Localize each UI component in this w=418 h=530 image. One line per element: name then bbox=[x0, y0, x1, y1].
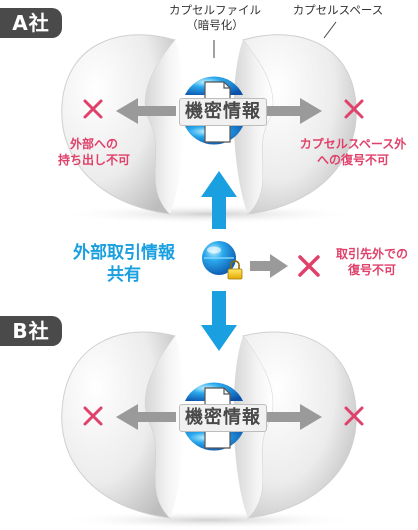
cross-left-icon bbox=[83, 406, 103, 426]
warning-no-take-out-line2: 持ち出し不可 bbox=[57, 153, 130, 167]
warning-no-take-out: 外部への 持ち出し不可 bbox=[42, 136, 146, 168]
confidential-label-a: 機密情報 bbox=[179, 98, 267, 126]
cross-recipient-icon bbox=[298, 255, 320, 277]
capsule-file-callout: カプセルファイル （暗号化） bbox=[150, 3, 280, 33]
share-flow bbox=[201, 171, 320, 351]
arrow-to-recipient-icon bbox=[250, 254, 288, 278]
capsule-space-label: カプセルスペース bbox=[292, 3, 384, 17]
warning-no-decrypt-outside: カプセルスペース外 への復号不可 bbox=[290, 136, 416, 168]
company-b-capsule-space bbox=[59, 331, 364, 529]
company-a-capsule-space bbox=[59, 21, 364, 224]
capsule-space-left-inner bbox=[145, 336, 185, 518]
warning-no-decrypt-outside-line1: カプセルスペース外 bbox=[299, 137, 407, 151]
confidential-label-b: 機密情報 bbox=[179, 404, 267, 432]
capsule-file-sublabel: （暗号化） bbox=[186, 18, 244, 32]
blue-arrow-up-icon bbox=[201, 171, 237, 229]
warning-no-decrypt-recipient: 取引先外での 復号不可 bbox=[326, 246, 418, 278]
arrow-left-icon bbox=[116, 98, 176, 124]
floor-shadow bbox=[59, 204, 359, 224]
company-a-tag: A社 bbox=[0, 8, 62, 38]
arrow-right-icon bbox=[262, 404, 322, 430]
company-b-tag: B社 bbox=[0, 316, 62, 346]
blue-arrow-down-icon bbox=[201, 291, 237, 351]
capsule-space-left-inner bbox=[145, 40, 185, 214]
share-label: 外部取引情報 共有 bbox=[62, 242, 186, 286]
warning-no-take-out-line1: 外部への bbox=[69, 137, 118, 151]
floor-shadow bbox=[59, 511, 359, 529]
arrow-left-icon bbox=[116, 404, 176, 430]
capsule-space-callout-line bbox=[323, 21, 337, 39]
lock-icon bbox=[227, 260, 243, 280]
warning-no-decrypt-recipient-line2: 復号不可 bbox=[347, 263, 396, 277]
cross-right-icon bbox=[344, 99, 364, 119]
cross-left-icon bbox=[83, 99, 103, 119]
warning-no-decrypt-outside-line2: への復号不可 bbox=[316, 153, 389, 167]
capsule-space-right-inner bbox=[233, 40, 273, 214]
capsule-file-label: カプセルファイル bbox=[169, 3, 261, 17]
cross-right-icon bbox=[344, 406, 364, 426]
share-label-line1: 外部取引情報 bbox=[73, 243, 175, 263]
arrow-right-icon bbox=[262, 98, 322, 124]
warning-no-decrypt-recipient-line1: 取引先外での bbox=[335, 247, 408, 261]
share-label-line2: 共有 bbox=[107, 265, 141, 285]
